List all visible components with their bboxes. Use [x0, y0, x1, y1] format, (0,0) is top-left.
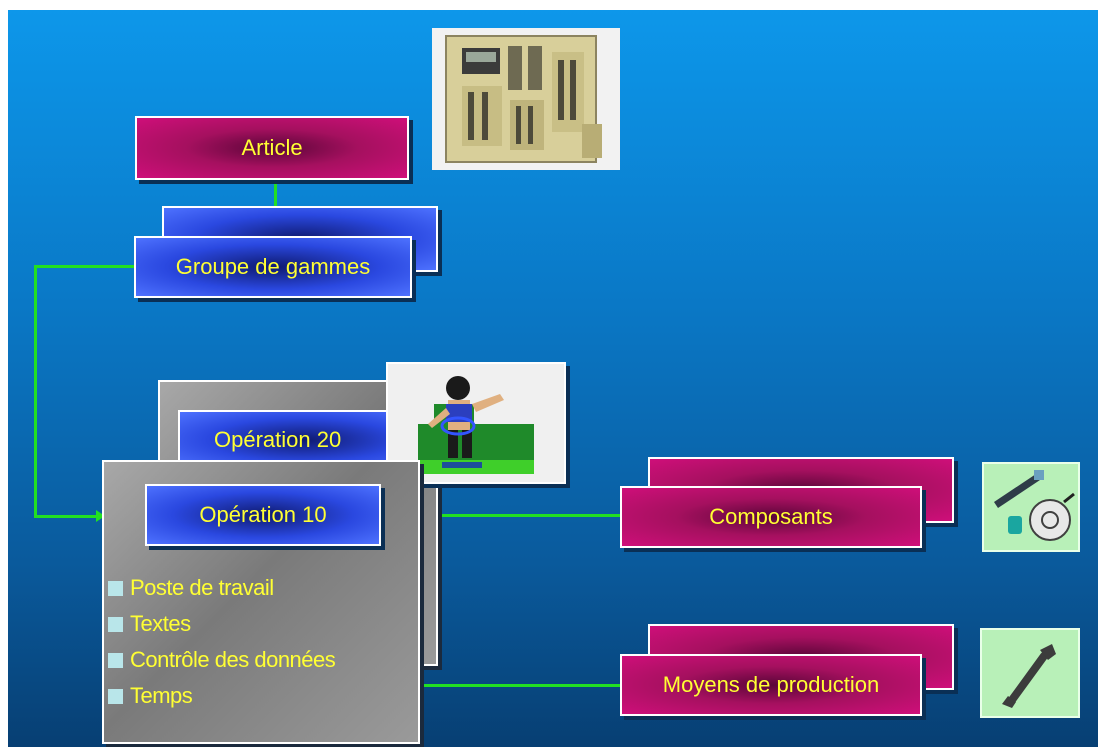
components-icon [982, 462, 1080, 552]
groupe-de-gammes-box[interactable]: Groupe de gammes [134, 236, 412, 298]
diagram-canvas: Article Groupe de gammes Opération 20 Po… [8, 10, 1098, 747]
list-item-label: Poste de travail [130, 575, 274, 600]
list-item-label: Textes [130, 611, 191, 636]
connector-composants [420, 514, 622, 517]
operation-attributes-list: Poste de travail Textes Contrôle des don… [108, 570, 336, 714]
list-item-label: Temps [130, 683, 193, 708]
connector-groupe-left [34, 265, 134, 268]
wrench-icon [980, 628, 1080, 718]
connector-moyens [420, 684, 622, 687]
composants-box[interactable]: Composants [620, 486, 922, 548]
list-item: Textes [108, 606, 335, 642]
bullet-square-icon [108, 580, 123, 596]
plc-hardware-icon [432, 28, 620, 170]
article-box[interactable]: Article [135, 116, 409, 180]
list-item-label: Contrôle des données [130, 647, 336, 672]
connector-vertical [34, 265, 37, 518]
list-item: Temps [108, 678, 335, 714]
list-item: Poste de travail [108, 570, 335, 606]
worker-icon [386, 362, 566, 484]
connector-to-operation [34, 515, 100, 518]
bullet-square-icon [108, 616, 123, 632]
moyens-de-production-box[interactable]: Moyens de production [620, 654, 922, 716]
list-item: Contrôle des données [108, 642, 336, 678]
bullet-square-icon [108, 688, 123, 704]
operation-10-box[interactable]: Opération 10 [145, 484, 381, 546]
bullet-square-icon [108, 652, 123, 668]
arrow-head-icon [96, 510, 105, 522]
